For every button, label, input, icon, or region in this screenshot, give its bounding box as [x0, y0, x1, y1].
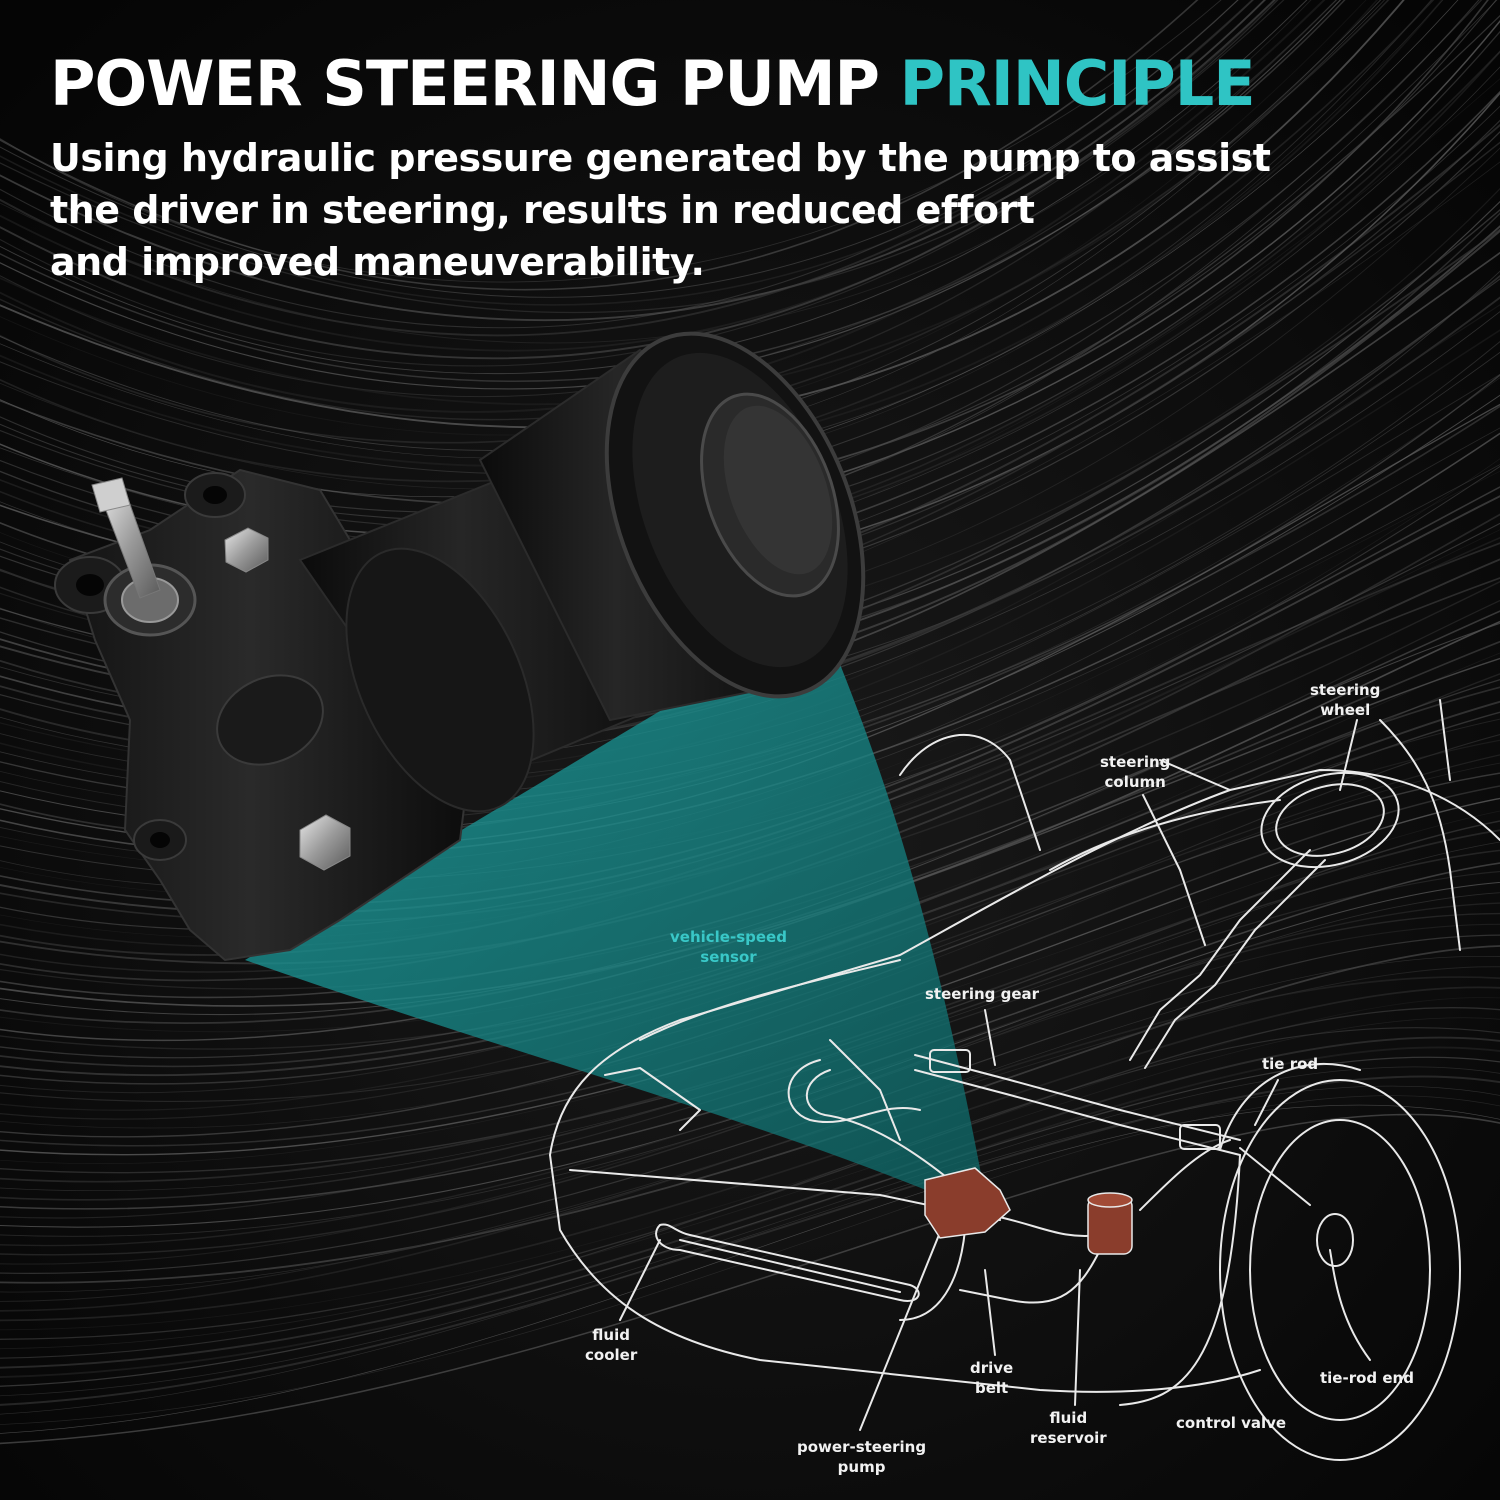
fiber-strand — [0, 0, 1276, 360]
label-tie-rod-end: tie-rod end — [1320, 1369, 1414, 1387]
fiber-strand — [0, 1075, 1500, 1406]
fiber-strand — [0, 0, 1405, 429]
fiber-strand — [0, 0, 1239, 329]
title-main: POWER STEERING PUMP — [50, 47, 880, 120]
subtitle: Using hydraulic pressure generated by th… — [50, 132, 1310, 288]
fiber-strand — [0, 0, 1367, 436]
fiber-strand — [0, 0, 1382, 451]
fiber-strand — [0, 0, 1337, 397]
fiber-strand — [0, 0, 1459, 498]
fiber-strand — [0, 0, 1390, 444]
page-title: POWER STEERING PUMP PRINCIPLE — [50, 47, 1256, 120]
fiber-strand — [0, 0, 1342, 390]
fiber-strand — [0, 0, 1254, 337]
label-control-valve: control valve — [1176, 1414, 1287, 1432]
fluid-cooler-drawing — [655, 1223, 920, 1302]
subtitle-line: Using hydraulic pressure generated by th… — [50, 136, 1271, 180]
pump-highlight — [924, 1167, 1011, 1239]
label-fluid-cooler: fluid cooler — [585, 1326, 638, 1364]
fiber-strand — [0, 1056, 1500, 1387]
fiber-strand — [0, 0, 1308, 374]
label-fluid-reservoir: fluid reservoir — [1030, 1409, 1107, 1447]
fiber-strand — [0, 0, 1279, 314]
steering-column-drawing — [1129, 849, 1311, 1061]
fiber-strand — [0, 0, 1326, 413]
label-drive-belt: drive belt — [970, 1359, 1014, 1397]
highlighted-parts — [924, 1167, 1133, 1255]
label-steering-column: steering column — [1100, 753, 1171, 791]
fiber-strand — [0, 0, 1379, 406]
label-steering-gear: steering gear — [925, 985, 1040, 1003]
title-accent: PRINCIPLE — [899, 47, 1256, 120]
leader-lines — [1339, 719, 1358, 791]
subtitle-line: the driver in steering, results in reduc… — [50, 188, 1035, 232]
front-wheel — [1219, 1079, 1461, 1461]
fiber-strand — [0, 0, 1266, 321]
car-body-outline — [549, 769, 1500, 1156]
fiber-strand — [0, 0, 1222, 283]
fiber-strand — [0, 1027, 1500, 1359]
fiber-strand — [0, 0, 1338, 421]
fiber-strand — [0, 1095, 1500, 1425]
label-tie-rod: tie rod — [1262, 1055, 1319, 1073]
label-steering-wheel: steering wheel — [1310, 681, 1381, 719]
fiber-strand — [0, 1085, 1500, 1415]
fiber-strand — [0, 0, 1444, 490]
fiber-strand — [0, 1104, 1500, 1434]
fiber-strand — [0, 1113, 1500, 1445]
fiber-strand — [0, 599, 1500, 990]
fiber-strand — [0, 0, 1312, 344]
steering-rack — [914, 1054, 1241, 1141]
label-vehicle-speed-sensor: vehicle-speed sensor — [670, 928, 787, 966]
fiber-strand — [0, 0, 1199, 291]
fiber-strand — [0, 0, 1239, 298]
fiber-strand — [0, 0, 1285, 367]
fiber-strand — [0, 0, 1385, 459]
subtitle-line: and improved maneuverability. — [50, 240, 705, 284]
fiber-strand — [0, 0, 1435, 483]
steering-wheel-drawing — [1260, 771, 1400, 869]
highlight-beam — [245, 615, 985, 1200]
bolt-upper — [224, 527, 269, 573]
bolt-lower — [299, 814, 351, 871]
label-power-steering-pump: power-steering pump — [797, 1438, 927, 1476]
fiber-strand — [0, 0, 1254, 306]
